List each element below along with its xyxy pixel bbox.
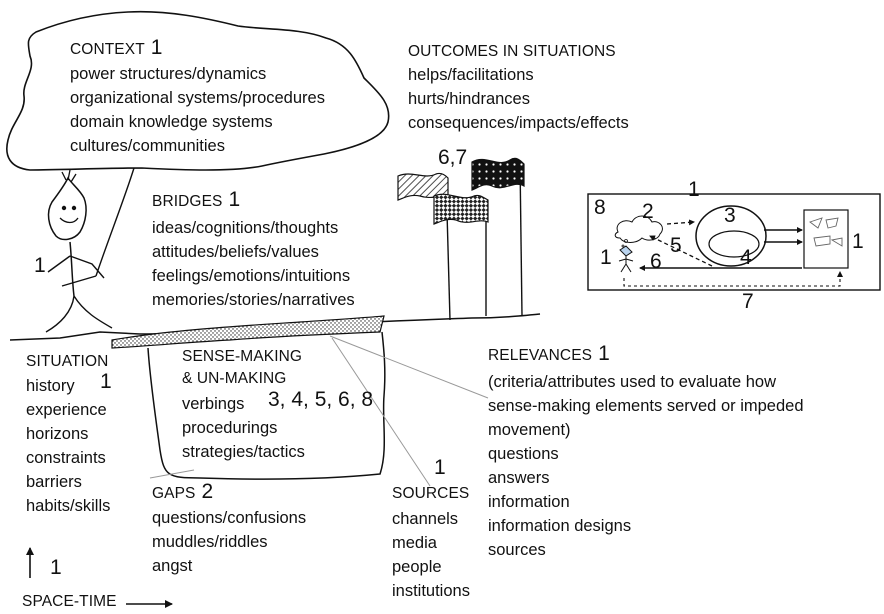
inset-ring-number: 3 — [724, 204, 736, 227]
space-time-number: 1 — [50, 556, 62, 579]
trunk-line — [61, 275, 97, 287]
flags — [397, 157, 525, 321]
bridge-plank — [111, 315, 385, 349]
context-heading-text: CONTEXT — [70, 41, 145, 58]
person-hair — [61, 169, 77, 183]
person-number: 1 — [34, 254, 46, 277]
outcomes-item: helps/facilitations — [408, 66, 534, 84]
context-list: power structures/dynamics organizational… — [70, 62, 325, 158]
gap-chasm — [147, 331, 386, 480]
bridges-item: feelings/emotions/intuitions — [152, 267, 351, 285]
bridges-number: 1 — [228, 188, 241, 211]
inset-cloud-number: 2 — [642, 200, 654, 223]
inset-arrow5-number: 5 — [670, 234, 682, 257]
situation-number: 1 — [100, 370, 112, 393]
outcomes-heading: OUTCOMES IN SITUATIONS — [408, 43, 616, 60]
gaps-heading: GAPS 2 — [152, 480, 214, 503]
person-arm — [47, 255, 71, 273]
context-item: cultures/communities — [70, 137, 225, 155]
relevances-list: (criteria/attributes used to evaluate ho… — [488, 370, 804, 562]
relevances-item: information designs — [488, 517, 632, 535]
outcomes-item: hurts/hindrances — [408, 90, 530, 108]
flag-black — [471, 157, 525, 191]
sense-making-list: verbings procedurings strategies/tactics — [182, 392, 305, 464]
bridges-item: memories/stories/narratives — [152, 291, 355, 309]
relevances-item: answers — [488, 469, 550, 487]
context-item: organizational systems/procedures — [70, 89, 325, 107]
situation-item: habits/skills — [26, 497, 111, 515]
relevances-item: (criteria/attributes used to evaluate ho… — [488, 373, 776, 391]
flags-number: 6,7 — [438, 146, 468, 169]
context-item: domain knowledge systems — [70, 113, 273, 131]
sources-item: channels — [392, 510, 459, 528]
relevances-item: information — [488, 493, 570, 511]
relevances-item: movement) — [488, 421, 571, 439]
sources-list: channels media people institutions — [392, 507, 470, 603]
sense-making-item: procedurings — [182, 419, 278, 437]
sources-heading: SOURCES — [392, 485, 470, 502]
bridges-heading: BRIDGES 1 — [152, 188, 241, 211]
context-number: 1 — [150, 36, 163, 59]
situation-item: barriers — [26, 473, 82, 491]
pointer-line — [329, 335, 489, 399]
inset-diagram — [587, 193, 881, 291]
situation-heading: SITUATION — [26, 353, 109, 370]
relevances-item: sense-making elements served or impeded — [488, 397, 804, 415]
context-item: power structures/dynamics — [70, 65, 267, 83]
person-head — [47, 176, 87, 241]
relevances-heading: RELEVANCES 1 — [488, 342, 610, 365]
situation-item: constraints — [26, 449, 106, 467]
gaps-heading-text: GAPS — [152, 485, 196, 502]
inset-bottom-number: 7 — [742, 290, 754, 313]
relevances-number: 1 — [598, 342, 610, 365]
relevances-item: questions — [488, 445, 559, 463]
sources-number: 1 — [434, 456, 446, 479]
person-legs — [45, 295, 113, 333]
gaps-number: 2 — [201, 480, 214, 503]
sources-item: media — [392, 534, 437, 552]
context-heading: CONTEXT 1 — [70, 36, 163, 59]
gaps-item: angst — [152, 557, 193, 575]
sources-item: institutions — [392, 582, 470, 600]
situation-item: history — [26, 377, 75, 395]
relevances-heading-text: RELEVANCES — [488, 347, 593, 364]
inset-person-number: 1 — [600, 246, 612, 269]
pointer-line — [331, 337, 431, 487]
pointer-line — [149, 469, 195, 479]
inset-right-number: 1 — [852, 230, 864, 253]
inset-top-number: 1 — [688, 178, 700, 201]
bridges-item: ideas/cognitions/thoughts — [152, 219, 339, 237]
context-cloud — [6, 10, 390, 171]
person-arm — [69, 255, 105, 279]
flag-checked — [433, 193, 489, 225]
bridges-heading-text: BRIDGES — [152, 193, 223, 210]
bridges-item: attitudes/beliefs/values — [152, 243, 319, 261]
sense-making-numbers: 3, 4, 5, 6, 8 — [268, 388, 374, 411]
sense-making-heading-line: SENSE-MAKING — [182, 348, 303, 365]
sense-making-heading: SENSE-MAKING & UN-MAKING — [182, 346, 302, 390]
situation-item: experience — [26, 401, 107, 419]
relevances-item: sources — [488, 541, 546, 559]
inset-arrow6-number: 6 — [650, 250, 662, 273]
gaps-item: muddles/riddles — [152, 533, 268, 551]
space-time-label: SPACE-TIME — [22, 593, 117, 610]
outcomes-list: helps/facilitations hurts/hindrances con… — [408, 63, 629, 135]
person-body — [69, 241, 75, 297]
trunk-line — [95, 167, 135, 277]
outcomes-item: consequences/impacts/effects — [408, 114, 629, 132]
bridges-list: ideas/cognitions/thoughts attitudes/beli… — [152, 216, 355, 312]
gaps-item: questions/confusions — [152, 509, 307, 527]
situation-list: history experience horizons constraints … — [26, 374, 110, 518]
situation-item: horizons — [26, 425, 89, 443]
inset-person — [618, 245, 634, 273]
sense-making-heading-line: & UN-MAKING — [182, 370, 287, 387]
sense-making-item: strategies/tactics — [182, 443, 305, 461]
gaps-list: questions/confusions muddles/riddles ang… — [152, 506, 306, 578]
sources-item: people — [392, 558, 442, 576]
inset-arrow4-number: 4 — [740, 246, 752, 269]
sense-making-item: verbings — [182, 395, 245, 413]
inset-corner-number: 8 — [594, 196, 606, 219]
